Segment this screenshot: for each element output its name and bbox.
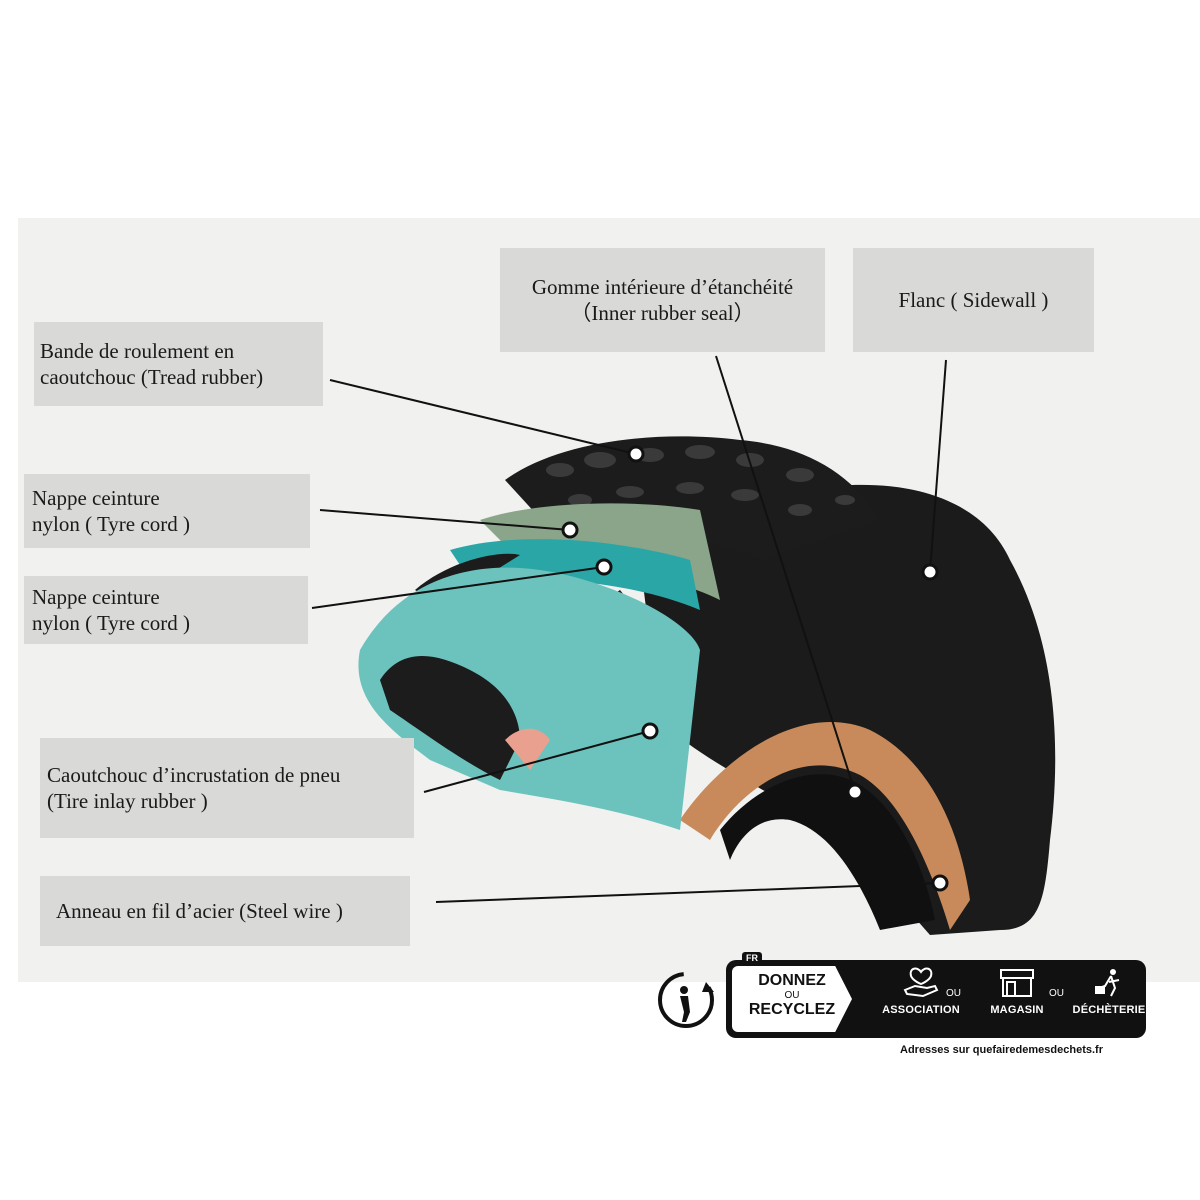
address-text: Adresses sur quefairedemesdechets.fr xyxy=(900,1044,1103,1056)
leader-lines xyxy=(311,355,947,903)
option-association: ASSOCIATION xyxy=(876,966,966,1016)
label-sidewall-text: Flanc ( Sidewall ) xyxy=(898,288,1049,312)
tire-sidewall xyxy=(640,484,1056,935)
label-steel-wire: Anneau en fil d’acier (Steel wire ) xyxy=(40,876,410,946)
waste-drop-icon xyxy=(1095,969,1120,997)
label-tread-text: Bande de roulement en caoutchouc (Tread … xyxy=(40,339,264,389)
separator-2: OU xyxy=(1049,988,1064,999)
donnez-recyclez-box: DONNEZ OU RECYCLEZ xyxy=(732,966,852,1032)
option-magasin-label: MAGASIN xyxy=(990,1004,1044,1016)
dot-inlay xyxy=(641,722,659,740)
tread-texture xyxy=(546,445,855,516)
label-steel-text: Anneau en fil d’acier (Steel wire ) xyxy=(56,899,343,923)
fr-tag: FR xyxy=(742,952,762,964)
label-cord2-text: Nappe ceinture nylon ( Tyre cord ) xyxy=(32,585,190,635)
heart-hand-icon xyxy=(903,967,939,998)
label-seal-text: Gomme intérieure d’étanchéité （Inner rub… xyxy=(531,275,794,325)
store-icon xyxy=(1000,969,1034,997)
triman-recycle-icon xyxy=(658,972,714,1028)
tire-inlay-rubber xyxy=(358,567,700,830)
dot-sidewall xyxy=(921,563,939,581)
tire-bead-ring xyxy=(680,722,970,930)
label-inlay-rubber: Caoutchouc d’incrustation de pneu (Tire … xyxy=(40,738,414,838)
inlay-inner-shadow xyxy=(380,656,520,780)
label-tread-rubber: Bande de roulement en caoutchouc (Tread … xyxy=(34,322,323,406)
recycling-badge: DONNEZ OU RECYCLEZ FR ASSOCIATION OU MAG… xyxy=(654,948,1154,1068)
option-magasin: MAGASIN xyxy=(972,966,1062,1016)
donnez-text: DONNEZ xyxy=(758,972,826,989)
label-inner-seal: Gomme intérieure d’étanchéité （Inner rub… xyxy=(500,248,825,352)
callout-dots xyxy=(561,445,949,892)
dot-tread xyxy=(627,445,645,463)
dot-cord-1 xyxy=(561,521,579,539)
dot-cord-2 xyxy=(595,558,613,576)
option-association-label: ASSOCIATION xyxy=(882,1004,960,1016)
label-sidewall: Flanc ( Sidewall ) xyxy=(853,248,1094,352)
option-decheterie: DÉCHÈTERIE xyxy=(1064,966,1154,1016)
option-decheterie-label: DÉCHÈTERIE xyxy=(1072,1004,1146,1016)
recyclez-text: RECYCLEZ xyxy=(748,1001,836,1018)
dot-steel xyxy=(931,874,949,892)
pink-inner-layer xyxy=(505,728,550,770)
label-inlay-text: Caoutchouc d’incrustation de pneu (Tire … xyxy=(47,763,341,813)
dot-seal xyxy=(846,783,864,801)
label-tyre-cord-1: Nappe ceinture nylon ( Tyre cord ) xyxy=(24,474,310,548)
label-tyre-cord-2: Nappe ceinture nylon ( Tyre cord ) xyxy=(24,576,308,644)
label-cord1-text: Nappe ceinture nylon ( Tyre cord ) xyxy=(32,486,190,536)
separator-1: OU xyxy=(946,988,961,999)
ou-text: OU xyxy=(784,990,800,1001)
tire-inner-cavity xyxy=(720,774,935,930)
